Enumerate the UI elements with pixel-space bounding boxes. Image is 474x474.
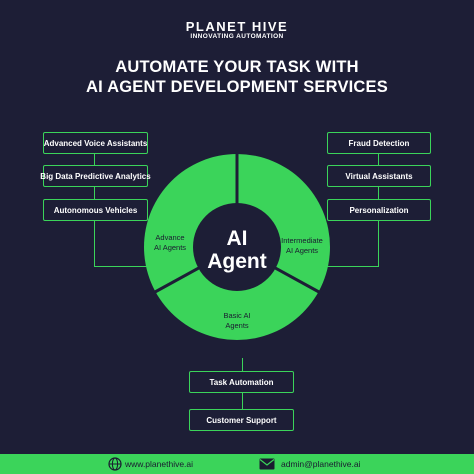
pill-autonomous-vehicles: Autonomous Vehicles — [43, 199, 148, 221]
footer-bar — [0, 454, 474, 474]
connector-left-2 — [94, 187, 95, 199]
connector-right-4 — [322, 266, 379, 267]
connector-left-4 — [94, 266, 150, 267]
brand-tagline: INNOVATING AUTOMATION — [190, 33, 284, 40]
segment-intermediate-line-1: Intermediate — [281, 236, 323, 245]
pill-personalization: Personalization — [327, 199, 431, 221]
pill-advanced-voice-assistants: Advanced Voice Assistants — [43, 132, 148, 154]
segment-basic: Basic AI Agents — [206, 311, 268, 331]
connector-bottom-1 — [242, 358, 243, 371]
segment-basic-line-2: Agents — [225, 321, 249, 330]
segment-intermediate: Intermediate AI Agents — [270, 236, 334, 256]
pill-customer-support: Customer Support — [189, 409, 294, 431]
segment-intermediate-line-2: AI Agents — [285, 246, 319, 255]
center-title-line-1: AI — [226, 227, 248, 250]
segment-advance-line-2: AI Agents — [153, 243, 187, 252]
headline-line-1: AUTOMATE YOUR TASK WITH — [115, 58, 359, 76]
headline-line-2: AI AGENT DEVELOPMENT SERVICES — [86, 78, 388, 96]
brand-name: PLANET HIVE — [185, 19, 289, 34]
pill-big-data-predictive-analytics: Big Data Predictive Analytics — [40, 165, 151, 187]
connector-right-3 — [378, 220, 379, 266]
center-title-line-2: Agent — [207, 250, 267, 273]
footer-website[interactable]: www.planethive.ai — [125, 459, 194, 469]
connector-left-1 — [94, 154, 95, 165]
segment-advance: Advance AI Agents — [140, 233, 200, 253]
center-hub — [193, 203, 281, 291]
footer-email[interactable]: admin@planethive.ai — [281, 459, 361, 469]
pill-task-automation: Task Automation — [189, 371, 294, 393]
globe-icon — [108, 457, 122, 471]
segment-advance-line-1: Advance — [155, 233, 185, 242]
envelope-icon — [259, 458, 275, 470]
connector-right-1 — [378, 154, 379, 165]
connector-left-3 — [94, 220, 95, 266]
pill-fraud-detection: Fraud Detection — [327, 132, 431, 154]
segment-basic-line-1: Basic AI — [223, 311, 251, 320]
connector-right-2 — [378, 187, 379, 199]
pill-virtual-assistants: Virtual Assistants — [327, 165, 431, 187]
connector-bottom-2 — [242, 393, 243, 409]
